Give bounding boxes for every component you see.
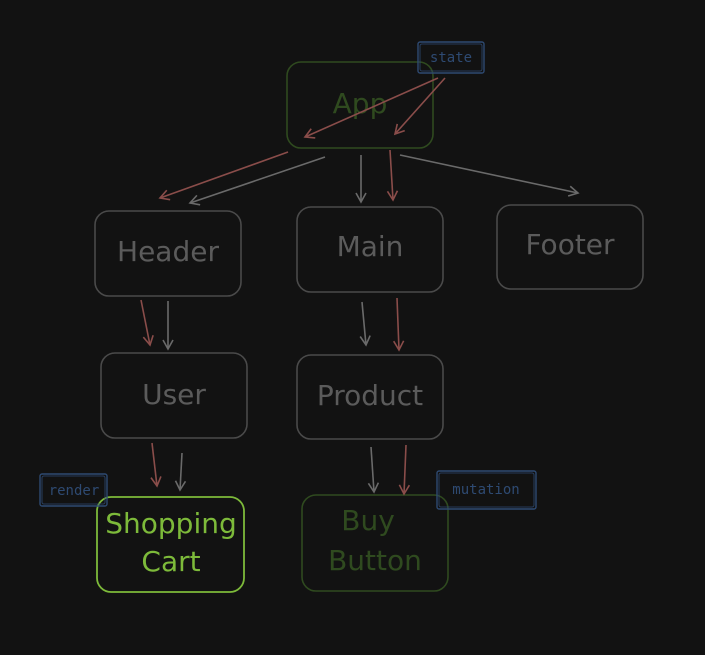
node-buy-button: Buy Button (301, 494, 449, 592)
arrow-main-to-product-gray (359, 301, 371, 347)
node-user-label: User (142, 378, 206, 411)
node-product: Product (296, 354, 444, 440)
arrow-state-to-app-right (393, 77, 446, 136)
node-footer: Footer (496, 204, 644, 290)
arrow-main-to-product-red (392, 297, 405, 352)
arrow-app-to-footer (399, 154, 580, 197)
tag-render-label: render (49, 483, 100, 499)
node-app: App (286, 61, 434, 149)
tag-mutation: mutation (436, 470, 537, 510)
arrow-state-to-app-left (303, 77, 439, 139)
node-buy-button-line2: Button (328, 544, 422, 577)
node-product-label: Product (317, 379, 423, 412)
node-main-label: Main (337, 230, 404, 263)
node-shopping-cart: Shopping Cart (96, 496, 245, 593)
node-header: Header (94, 210, 242, 297)
arrow-user-to-cart-gray (174, 452, 187, 492)
node-app-label: App (333, 87, 388, 120)
node-header-label: Header (117, 235, 219, 268)
node-user: User (100, 352, 248, 439)
arrow-header-to-user-red (140, 299, 154, 347)
tag-render: render (39, 473, 108, 507)
arrow-app-to-header-red (158, 151, 289, 201)
tag-state: state (417, 41, 485, 74)
arrow-product-to-buy-gray (367, 446, 380, 494)
arrow-app-to-main-red (386, 149, 399, 202)
arrow-app-to-header-gray (188, 156, 326, 206)
node-buy-button-line1: Buy (341, 504, 395, 537)
node-main: Main (296, 206, 444, 293)
arrow-product-to-buy-red (398, 444, 411, 496)
tag-state-label: state (430, 50, 472, 66)
node-shopping-cart-line1: Shopping (105, 507, 237, 540)
tag-mutation-label: mutation (452, 482, 519, 498)
node-shopping-cart-line2: Cart (141, 545, 200, 578)
arrow-user-to-cart-red (150, 442, 162, 488)
node-footer-label: Footer (525, 228, 615, 261)
